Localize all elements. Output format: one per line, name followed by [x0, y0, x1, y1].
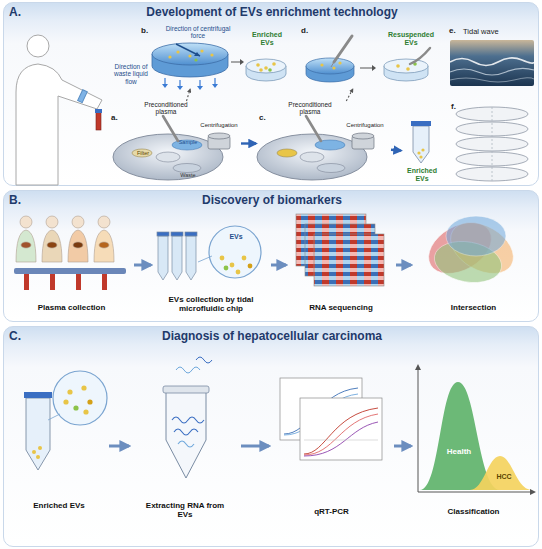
step-group: a. Preconditioned plasmaSampleFilterWaste…	[106, 101, 241, 186]
step-group: Enriched EVs	[9, 347, 109, 545]
flow-label: Direction of waste liquid flow	[109, 63, 153, 85]
inset-letter: f.	[451, 102, 465, 111]
group-label: Health	[439, 447, 479, 456]
group-label: HCC	[489, 473, 519, 481]
step-caption: EVs collection by tidal microfluidic chi…	[151, 295, 271, 313]
step-group: qRT-PCR	[269, 347, 394, 545]
input-label: Preconditioned plasma	[283, 101, 337, 116]
inset-letter: c.	[259, 113, 273, 122]
panel-band: C. Diagnosis of hepatocellular carcinomaE…	[3, 326, 539, 547]
inset-letter: a.	[111, 113, 125, 122]
result-label: Resuspended EVs	[383, 31, 439, 47]
result-label: Enriched EVs	[245, 31, 289, 47]
input-label: Preconditioned plasma	[139, 101, 193, 116]
step-caption: RNA sequencing	[286, 303, 396, 312]
ev-label: EVs	[225, 233, 247, 241]
panel-letter: A.	[9, 6, 31, 20]
force-label: Direction of centrifugal force	[159, 25, 237, 40]
step-group: Enriched EVs	[401, 119, 443, 186]
step-group: HealthHCC Classification	[411, 347, 536, 545]
step-group: Intersection	[411, 209, 536, 321]
step-caption: qRT-PCR	[269, 507, 394, 516]
step-caption: Classification	[411, 507, 536, 516]
chamber-label: Waste	[173, 172, 203, 178]
step-group: RNA sequencing	[286, 209, 396, 321]
step-group: b. Direction of centrifugal forceDirectio…	[109, 25, 291, 89]
step-caption: Intersection	[411, 303, 536, 312]
step-label: Centrifugation	[341, 122, 389, 129]
step-caption: Extracting RNA from EVs	[141, 501, 229, 519]
inset-letter: b.	[141, 26, 155, 35]
step-caption: Enriched EVs	[29, 501, 89, 510]
step-caption: Plasma collection	[9, 303, 134, 312]
step-group: Plasma collection	[9, 209, 134, 321]
chamber-label: Sample	[173, 139, 203, 145]
panel-heading: Discovery of biomarkers	[101, 194, 443, 208]
result-label: Enriched EVs	[401, 167, 443, 183]
panel-heading: Diagnosis of hepatocellular carcinoma	[101, 330, 443, 344]
step-group: f.	[449, 101, 537, 185]
step-group: EVsEVs collection by tidal microfluidic …	[151, 209, 271, 321]
panel-letter: C.	[9, 330, 31, 344]
panel-letter: B.	[9, 194, 31, 208]
step-group: e.Tidal wave	[447, 25, 539, 91]
panel-band: A. Development of EVs enrichment technolo…	[3, 2, 539, 186]
step-group: Extracting RNA from EVs	[129, 347, 241, 545]
step-group: d. Resuspended EVs	[299, 25, 441, 89]
step-label: Centrifugation	[195, 122, 243, 129]
inset-letter: e.	[449, 26, 463, 35]
photo-label: Tidal wave	[463, 28, 525, 37]
inset-letter: d.	[301, 26, 315, 35]
panel-heading: Development of EVs enrichment technology	[101, 6, 443, 20]
panel-band: B. Discovery of biomarkersPlasma collecti…	[3, 190, 539, 322]
step-group: c. Preconditioned plasmaCentrifugation	[256, 101, 391, 186]
chamber-label: Filter	[128, 150, 158, 156]
